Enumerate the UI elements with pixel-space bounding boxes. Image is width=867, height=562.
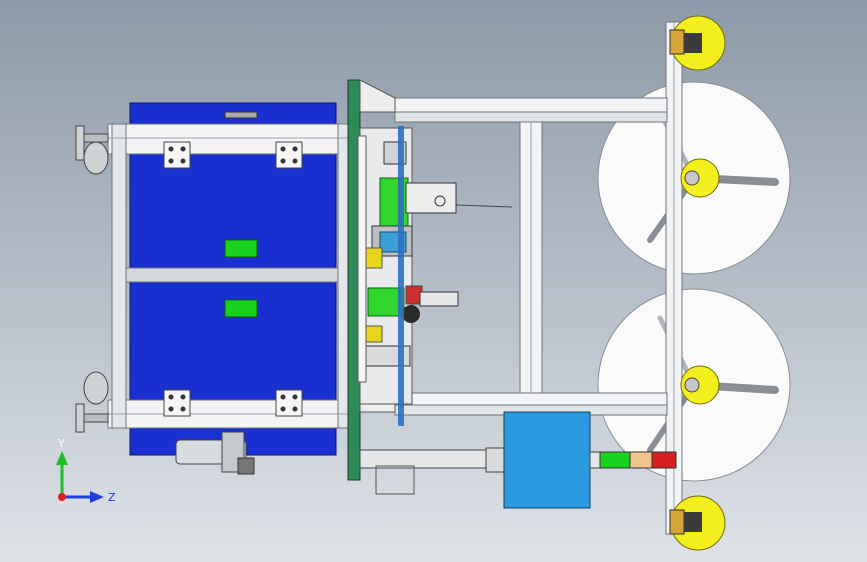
bottom-motor (175, 431, 255, 475)
reel-hub-top (680, 158, 720, 198)
reel-hub-bottom (680, 365, 720, 405)
frame-brackets (163, 141, 303, 417)
mounting-plate (347, 79, 396, 481)
caster-wheel-top (669, 15, 726, 71)
left-casters (75, 125, 109, 433)
origin-point (58, 493, 66, 501)
caster-wheel-bottom (669, 495, 726, 551)
y-axis-arrow-icon (56, 451, 68, 465)
central-mechanism (357, 126, 513, 426)
actuator-assembly (359, 411, 677, 509)
axis-triad: Y Z (56, 437, 116, 504)
green-indicator-upper (224, 239, 258, 258)
green-indicator-lower (224, 299, 258, 318)
left-frame (107, 123, 359, 429)
z-axis-label: Z (108, 491, 116, 504)
z-axis-arrow-icon (90, 491, 104, 503)
y-axis-label: Y (57, 437, 65, 450)
frame-rails (394, 97, 668, 416)
